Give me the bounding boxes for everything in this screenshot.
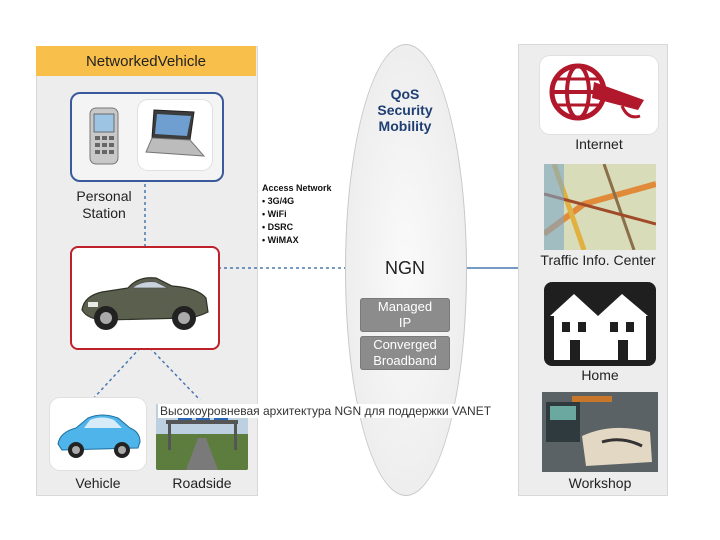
- access-item-dsrc: • DSRC: [262, 222, 294, 232]
- house-icon: [550, 294, 648, 360]
- convertible-car-icon: [81, 277, 209, 330]
- qos-label: QoS: [390, 86, 420, 102]
- home-label: Home: [581, 367, 619, 383]
- workshop-card: [542, 392, 658, 472]
- mobile-phone-icon: [89, 107, 119, 165]
- internet-globe-icon: [549, 63, 644, 121]
- internet-card: [540, 56, 658, 134]
- converged-broadband-box: Converged Broadband: [360, 336, 450, 370]
- car-vehicle-link: [91, 347, 141, 401]
- vehicle-label: Vehicle: [75, 475, 121, 491]
- networked-car-card: [70, 246, 220, 350]
- managed-ip-box: Managed IP: [360, 298, 450, 332]
- roadside-label: Roadside: [172, 475, 232, 491]
- traffic-map-card: [544, 164, 656, 250]
- security-label: Security: [377, 102, 433, 118]
- traffic-map-icon: [544, 164, 656, 250]
- car-roadside-link: [149, 347, 201, 401]
- access-item-3g4g: • 3G/4G: [262, 196, 295, 206]
- access-network-block: Access Network • 3G/4G • WiFi • DSRC • W…: [262, 182, 332, 247]
- personal-station-group: [70, 92, 224, 182]
- ngn-ellipse: [345, 44, 467, 496]
- home-card: [544, 282, 656, 366]
- traffic-info-center-label: Traffic Info. Center: [540, 252, 656, 268]
- access-network-title: Access Network: [262, 183, 332, 193]
- networked-vehicle-header: NetworkedVehicle: [36, 46, 256, 76]
- workshop-tools-icon: [542, 392, 658, 472]
- access-item-wimax: • WiMAX: [262, 235, 299, 245]
- laptop-icon: [145, 109, 206, 157]
- figure-caption: Высокоуровневая архитектура NGN для подд…: [158, 404, 494, 418]
- ngn-title: NGN: [385, 258, 425, 278]
- internet-label: Internet: [575, 136, 623, 152]
- personal-station-label: Personal Station: [76, 188, 132, 221]
- laptop-card: [138, 100, 212, 170]
- workshop-label: Workshop: [568, 475, 632, 491]
- access-item-wifi: • WiFi: [262, 209, 287, 219]
- mobility-label: Mobility: [378, 118, 432, 134]
- vehicle-card: [50, 398, 146, 470]
- blue-car-icon: [57, 414, 141, 458]
